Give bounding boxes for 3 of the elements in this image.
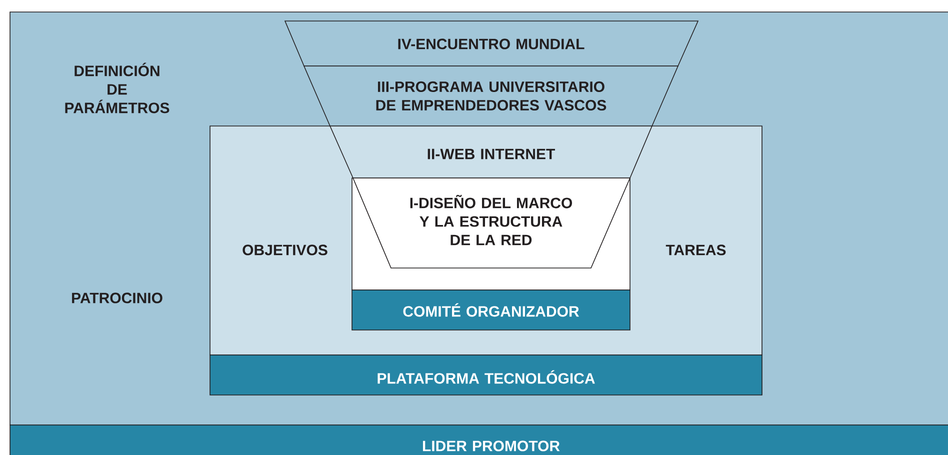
bar: COMITÉ ORGANIZADOR: [352, 290, 630, 330]
bar: LIDER PROMOTOR: [10, 424, 948, 455]
bar: PLATAFORMA TECNOLÓGICA: [210, 354, 762, 396]
